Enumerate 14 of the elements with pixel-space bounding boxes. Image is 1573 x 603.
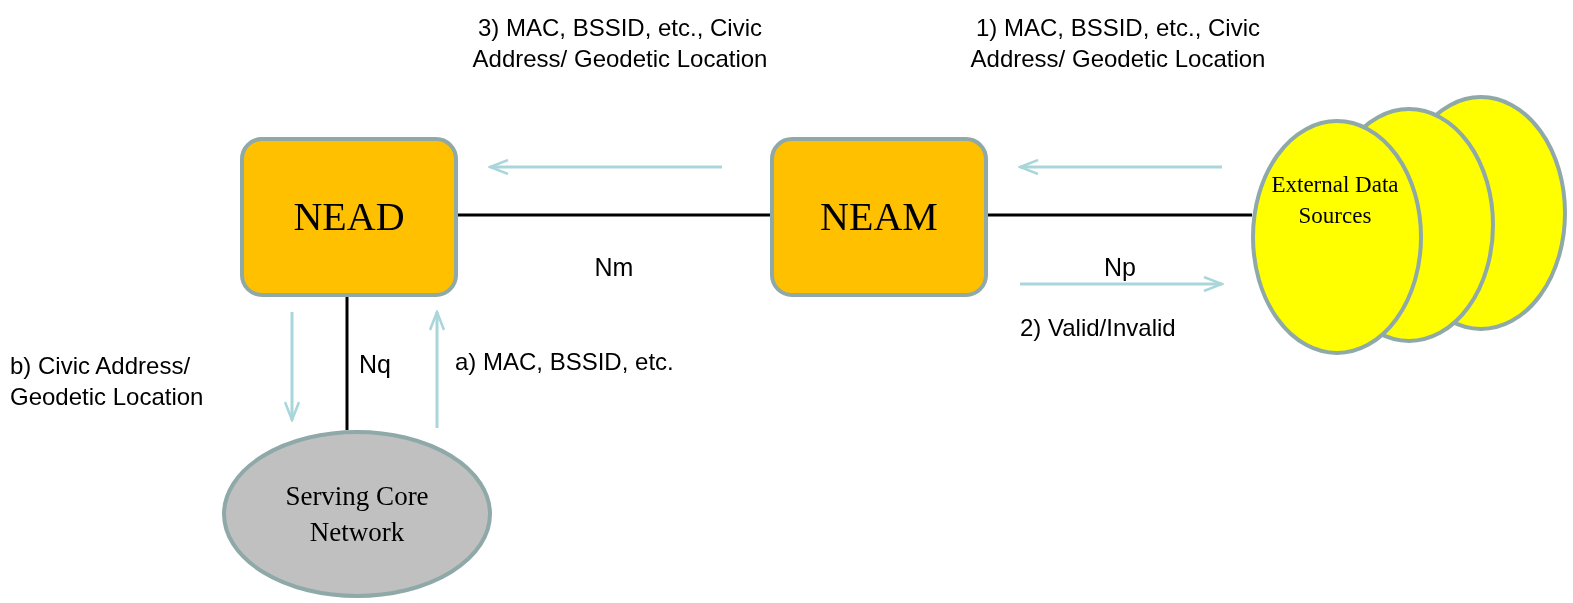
node-label: NEAM	[820, 193, 938, 241]
message-label: b) Civic Address/ Geodetic Location	[10, 351, 205, 413]
node-label: NEAD	[293, 193, 405, 241]
node-label: External Data Sources	[1270, 171, 1400, 231]
message-label: 3) MAC, BSSID, etc., Civic Address/ Geodetic Location	[471, 13, 769, 75]
node-label: Serving Core Network	[284, 479, 430, 549]
message-label: a) MAC, BSSID, etc.	[455, 347, 675, 377]
connector-line	[988, 213, 1252, 217]
connector-line	[345, 297, 349, 430]
process-box	[240, 137, 458, 297]
connector-line	[458, 213, 770, 217]
message-label: 1) MAC, BSSID, etc., Civic Address/ Geodetic Location	[969, 13, 1267, 75]
message-label: 2) Valid/Invalid	[1020, 313, 1177, 343]
process-box	[770, 137, 988, 297]
